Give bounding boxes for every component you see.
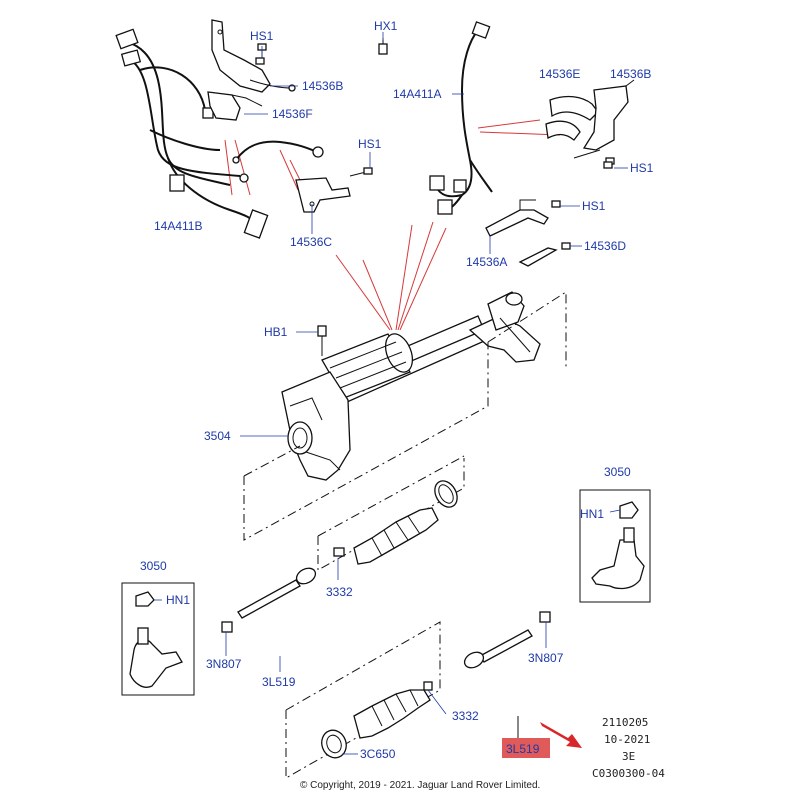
bracket-14536b-14536f	[207, 19, 296, 121]
harness-14536c-region	[232, 140, 372, 213]
callout-lines	[224, 119, 561, 331]
label-14536b: 14536B	[302, 79, 343, 93]
meta-line-3: 3E	[622, 750, 635, 763]
label-3332-lower: 3332	[452, 709, 479, 723]
label-14536f: 14536F	[272, 107, 313, 121]
bolt-hx1-icon	[378, 38, 388, 55]
label-14a411a: 14A411A	[393, 87, 442, 101]
label-3l519-highlight: 3L519	[506, 742, 540, 756]
label-14536c: 14536C	[290, 235, 332, 249]
tie-rod-end-3050-left	[121, 582, 195, 696]
part-labels: HS1 HX1 14536B 14536F 14A411A 14536E 145…	[140, 19, 654, 761]
brackets-14536e-14536b	[545, 79, 635, 165]
leader-lines	[154, 32, 628, 755]
label-3504: 3504	[204, 429, 231, 443]
label-hb1: HB1	[264, 325, 288, 339]
brackets-14536a-14536d	[485, 199, 571, 267]
red-arrow-icon	[540, 722, 582, 748]
label-14536e: 14536E	[539, 67, 580, 81]
meta-line-2: 10-2021	[604, 733, 650, 746]
label-hs1-right-lower: HS1	[582, 199, 606, 213]
tie-rod-inner-left	[221, 567, 317, 633]
label-14a411b: 14A411B	[154, 219, 203, 233]
label-hs1-right-upper: HS1	[630, 161, 654, 175]
boot-3332-upper	[333, 480, 458, 565]
label-3050-right: 3050	[604, 465, 631, 479]
label-3c650: 3C650	[360, 747, 396, 761]
meta-line-1: 2110205	[602, 716, 648, 729]
label-3n807-right: 3N807	[528, 651, 564, 665]
meta-line-4: C0300300-04	[592, 767, 665, 780]
drawing-metadata: 2110205 10-2021 3E C0300300-04	[592, 716, 665, 780]
label-hn1-right: HN1	[580, 507, 604, 521]
label-hx1: HX1	[374, 19, 398, 33]
screws-hs1-icon	[255, 57, 613, 175]
harness-14a411a	[429, 21, 493, 215]
highlight-3l519: 3L519	[502, 716, 582, 758]
highlight-box	[502, 738, 550, 758]
label-hn1-left: HN1	[166, 593, 190, 607]
label-3332-upper: 3332	[326, 585, 353, 599]
steering-gear-3504	[281, 291, 541, 481]
label-hs1-mid: HS1	[358, 137, 382, 151]
label-3l519-left: 3L519	[262, 675, 296, 689]
label-hs1: HS1	[250, 29, 274, 43]
copyright-notice: © Copyright, 2019 - 2021. Jaguar Land Ro…	[300, 780, 540, 791]
harness-14a411b	[115, 28, 269, 239]
label-14536b-right: 14536B	[610, 67, 651, 81]
label-14536d: 14536D	[584, 239, 626, 253]
boot-3332-lower	[321, 681, 433, 759]
label-3050-left: 3050	[140, 559, 167, 573]
tie-rod-inner-right	[463, 611, 551, 669]
label-14536a: 14536A	[466, 255, 507, 269]
tie-rod-end-3050-right	[579, 489, 651, 603]
label-3n807-left: 3N807	[206, 657, 242, 671]
